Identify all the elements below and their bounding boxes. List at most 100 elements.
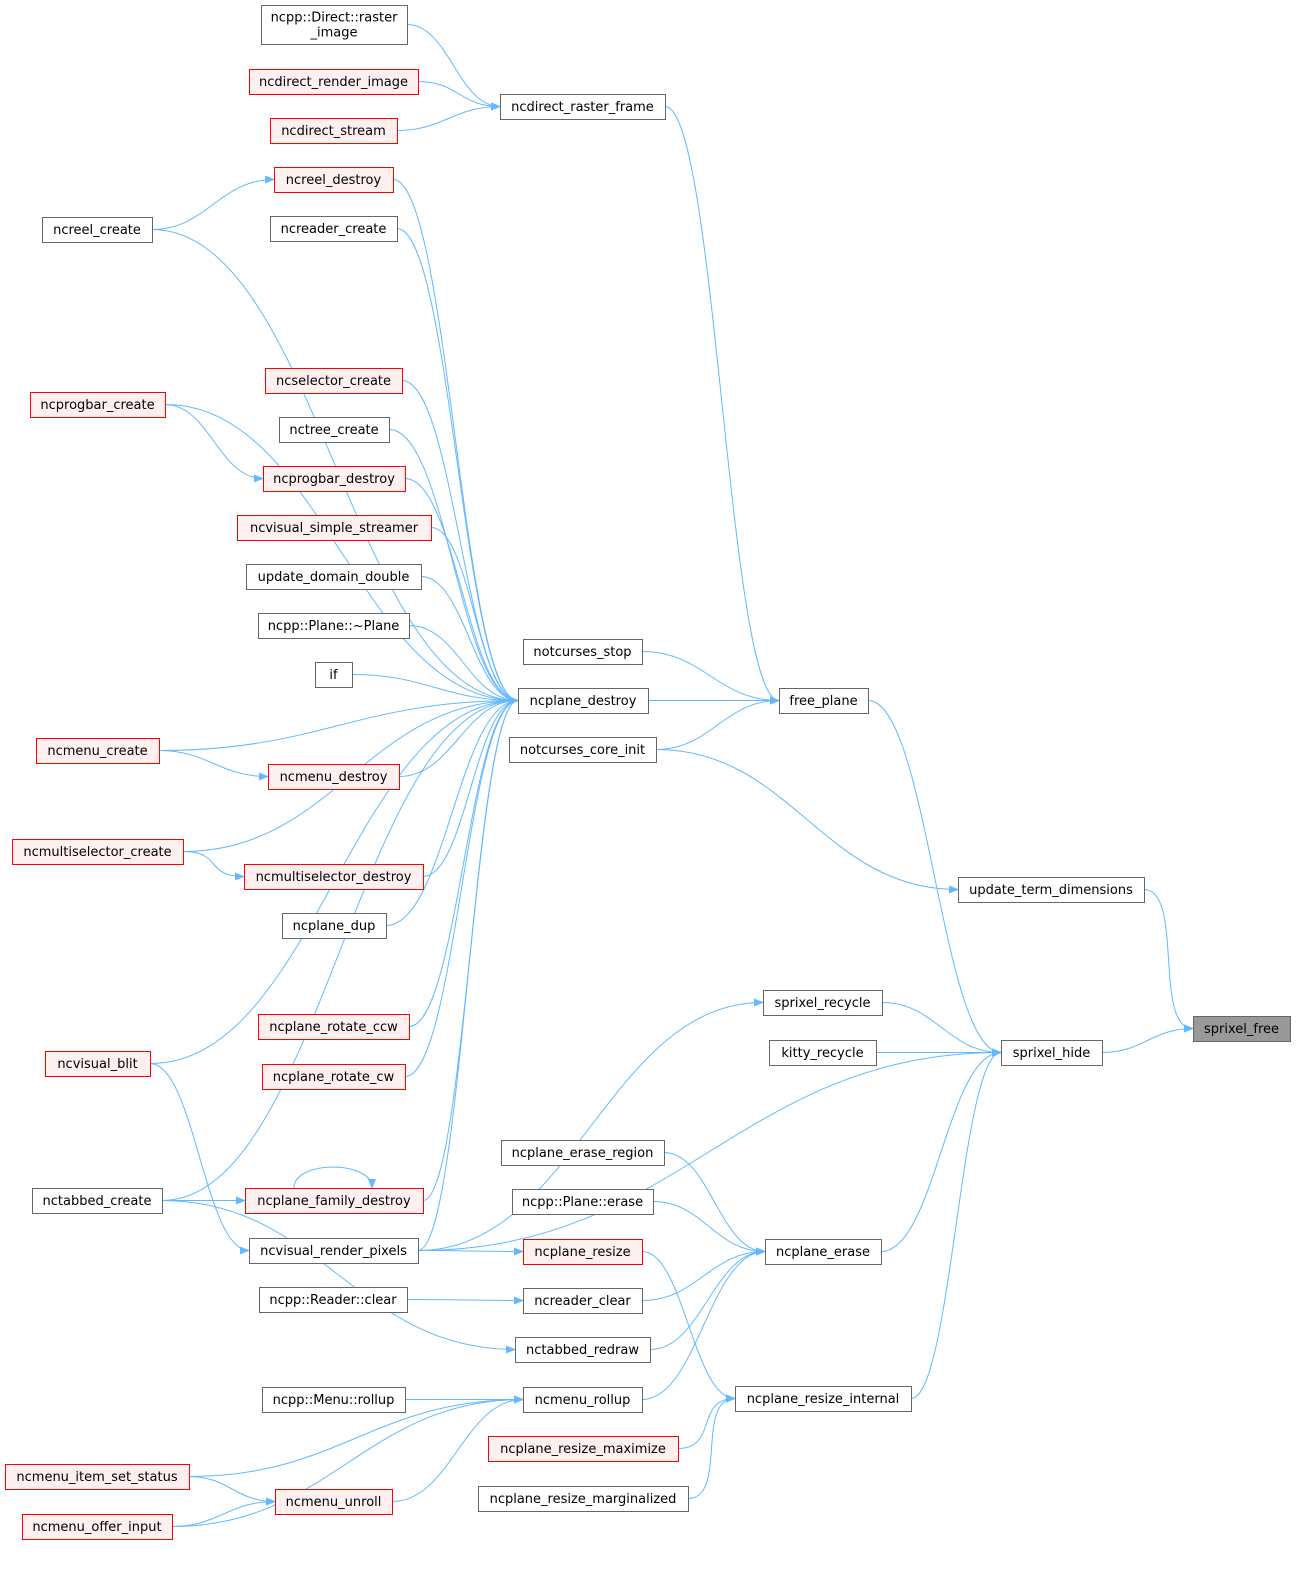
node-ncpp-plane-dtor[interactable]: ncpp::Plane::~Plane (258, 613, 410, 639)
edge-nctabbed_redraw-to-ncplane_erase (649, 1247, 766, 1350)
node-ncplane-resize-maximize[interactable]: ncplane_resize_maximize (488, 1436, 679, 1462)
node-ncplane-destroy[interactable]: ncplane_destroy (518, 688, 649, 714)
node-label: ncpp::Menu::rollup (273, 1393, 395, 1408)
node-box (249, 69, 419, 95)
edge-ncdirect_raster_frame-to-free_plane (664, 106, 780, 705)
node-ncreel-destroy[interactable]: ncreel_destroy (274, 167, 394, 193)
node-label: ncmenu_item_set_status (16, 1470, 177, 1485)
edge-ncdirect_stream-to-ncdirect_raster_frame (396, 102, 501, 131)
node-label: if (329, 668, 338, 683)
node-ncreader-create[interactable]: ncreader_create (270, 216, 398, 242)
node-box (282, 913, 387, 939)
node-update-domain-double[interactable]: update_domain_double (246, 564, 422, 590)
node-ncplane-rotate-cw[interactable]: ncplane_rotate_cw (262, 1064, 406, 1090)
node-ncpp-reader-clear[interactable]: ncpp::Reader::clear (259, 1287, 408, 1313)
node-ncplane-family-destroy[interactable]: ncplane_family_destroy (245, 1188, 424, 1214)
node-free-plane[interactable]: free_plane (779, 688, 869, 714)
edge-notcurses_core_init-to-update_term_dimensions (655, 749, 959, 894)
node-label: ncreel_destroy (286, 173, 382, 188)
node-label: ncprogbar_destroy (273, 472, 395, 487)
node-box (270, 118, 398, 144)
edge-ncvisual_render_pixels-to-ncplane_resize (417, 1247, 524, 1256)
node-label: update_term_dimensions (969, 883, 1133, 898)
node-nctree-create[interactable]: nctree_create (279, 417, 390, 443)
node-nctabbed-redraw[interactable]: nctabbed_redraw (515, 1337, 651, 1363)
node-box (263, 466, 406, 492)
node-notcurses-core-init[interactable]: notcurses_core_init (509, 737, 657, 763)
node-ncreader-clear[interactable]: ncreader_clear (523, 1288, 643, 1314)
node-label: ncreel_create (53, 223, 141, 238)
node-ncmultiselector-create[interactable]: ncmultiselector_create (12, 839, 184, 865)
node-ncdirect-raster-frame[interactable]: ncdirect_raster_frame (500, 94, 666, 120)
edge-ncpp_reader_clear-to-ncreader_clear (406, 1296, 524, 1305)
node-box (500, 94, 666, 120)
node-label: ncmenu_destroy (280, 770, 388, 785)
node-ncvisual-render-pixels[interactable]: ncvisual_render_pixels (249, 1238, 419, 1264)
node-label: sprixel_free (1204, 1022, 1279, 1037)
node-ncpp-direct-raster[interactable]: ncpp::Direct::raster_image (261, 5, 408, 45)
node-label: ncplane_family_destroy (257, 1194, 411, 1209)
node-sprixel-recycle[interactable]: sprixel_recycle (763, 990, 883, 1016)
edge-ncmenu_item_set_status-to-ncmenu_rollup (188, 1395, 524, 1477)
node-nctabbed-create[interactable]: nctabbed_create (32, 1188, 163, 1214)
node-ncplane-dup[interactable]: ncplane_dup (282, 913, 387, 939)
node-ncprogbar-create[interactable]: ncprogbar_create (30, 392, 166, 418)
node-label: ncplane_erase_region (512, 1146, 654, 1161)
node-ncplane-erase[interactable]: ncplane_erase (765, 1239, 882, 1265)
edge-ncmenu_item_set_status-to-ncmenu_unroll (188, 1476, 276, 1506)
node-label: update_domain_double (258, 570, 410, 585)
edge-ncreader_create-to-ncplane_destroy (396, 228, 519, 705)
node-box (769, 1040, 877, 1066)
edge-ncpp_direct_raster-to-ncdirect_raster_frame (406, 24, 501, 111)
node-if[interactable]: if (315, 662, 353, 688)
node-box (274, 167, 394, 193)
node-label: nctabbed_create (43, 1194, 152, 1209)
node-box (30, 392, 166, 418)
edge-ncplane_resize_maximize-to-ncplane_resize_internal (677, 1394, 736, 1449)
node-ncselector-create[interactable]: ncselector_create (265, 368, 403, 394)
edge-ncmenu_offer_input-to-ncmenu_rollup (171, 1395, 524, 1527)
edge-ncpp_plane_erase-to-ncplane_erase (652, 1201, 766, 1256)
node-ncvisual-blit[interactable]: ncvisual_blit (45, 1051, 151, 1077)
edge-update_term_dimensions-to-sprixel_free (1143, 889, 1194, 1033)
node-ncplane-erase-region[interactable]: ncplane_erase_region (501, 1140, 665, 1166)
node-box (518, 688, 649, 714)
node-label: free_plane (789, 694, 857, 709)
node-ncvisual-simple-streamer[interactable]: ncvisual_simple_streamer (237, 515, 432, 541)
node-ncmenu-item-set-status[interactable]: ncmenu_item_set_status (5, 1464, 190, 1490)
node-ncdirect-render-image[interactable]: ncdirect_render_image (249, 69, 419, 95)
node-ncplane-rotate-ccw[interactable]: ncplane_rotate_ccw (258, 1014, 410, 1040)
node-ncplane-resize-marginalized[interactable]: ncplane_resize_marginalized (478, 1486, 689, 1512)
node-box (523, 1239, 643, 1265)
node-label: sprixel_recycle (774, 996, 870, 1011)
edge-notcurses_stop-to-free_plane (641, 651, 780, 705)
node-ncpp-menu-rollup[interactable]: ncpp::Menu::rollup (262, 1387, 406, 1413)
node-sprixel-hide[interactable]: sprixel_hide (1001, 1040, 1103, 1066)
node-ncmenu-create[interactable]: ncmenu_create (36, 738, 160, 764)
node-ncprogbar-destroy[interactable]: ncprogbar_destroy (263, 466, 406, 492)
node-kitty-recycle[interactable]: kitty_recycle (769, 1040, 877, 1066)
edge-sprixel_recycle-to-sprixel_hide (881, 1002, 1002, 1057)
node-sprixel-free[interactable]: sprixel_free (1193, 1016, 1291, 1042)
node-ncmenu-unroll[interactable]: ncmenu_unroll (275, 1489, 393, 1515)
edge-ncmenu_destroy-to-ncplane_destroy (398, 696, 519, 777)
node-ncmenu-destroy[interactable]: ncmenu_destroy (268, 764, 400, 790)
node-box (478, 1486, 689, 1512)
node-ncdirect-stream[interactable]: ncdirect_stream (270, 118, 398, 144)
node-box (249, 1238, 419, 1264)
node-ncpp-plane-erase[interactable]: ncpp::Plane::erase (512, 1189, 654, 1215)
node-ncplane-resize[interactable]: ncplane_resize (523, 1239, 643, 1265)
edge-ncmenu_create-to-ncmenu_destroy (158, 750, 269, 781)
node-ncplane-resize-internal[interactable]: ncplane_resize_internal (735, 1386, 912, 1412)
node-box (22, 1514, 173, 1540)
node-label: ncdirect_raster_frame (511, 100, 654, 115)
node-ncreel-create[interactable]: ncreel_create (42, 217, 153, 243)
node-update-term-dimensions[interactable]: update_term_dimensions (958, 877, 1145, 903)
node-notcurses-stop[interactable]: notcurses_stop (523, 639, 643, 665)
node-label: ncdirect_render_image (259, 75, 408, 90)
node-box (12, 839, 184, 865)
node-ncmultiselector-destroy[interactable]: ncmultiselector_destroy (244, 864, 424, 890)
node-ncmenu-rollup[interactable]: ncmenu_rollup (523, 1387, 643, 1413)
edge-ncplane_dup-to-ncplane_destroy (385, 696, 519, 926)
node-ncmenu-offer-input[interactable]: ncmenu_offer_input (22, 1514, 173, 1540)
